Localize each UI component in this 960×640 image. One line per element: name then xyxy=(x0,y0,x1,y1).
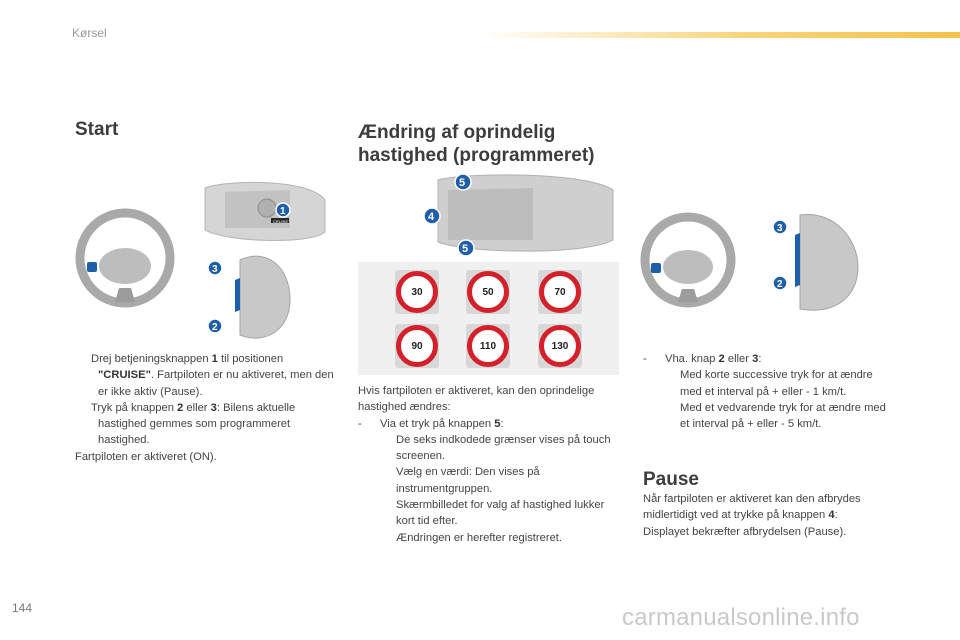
header-accent-bar xyxy=(480,32,960,38)
start-illustration: CRUISE 1 3 2 xyxy=(75,181,326,339)
start-text: Drej betjeningsknappen 1 til positionen … xyxy=(75,351,340,465)
heading-change-speed: Ændring af oprindelig hastighed (program… xyxy=(358,121,658,167)
change-text-right: -Vha. knap 2 eller 3: Med korte successi… xyxy=(643,351,893,432)
svg-text:2: 2 xyxy=(212,322,218,333)
svg-text:5: 5 xyxy=(462,243,468,255)
speed-sign-90: 90 xyxy=(396,325,438,367)
change-text: Hvis fartpiloten er aktiveret, kan den o… xyxy=(358,383,613,546)
start-footer: Fartpiloten er aktiveret (ON). xyxy=(75,450,217,463)
callout-3-right: 3 xyxy=(772,219,788,235)
heading-change-line2: hastighed (programmeret) xyxy=(358,145,595,166)
svg-text:5: 5 xyxy=(459,177,465,189)
speed-sign-110: 110 xyxy=(467,325,509,367)
callout-5-top: 5 xyxy=(454,173,472,191)
change-sub-2: Vælg en værdi: Den vises på instrumentgr… xyxy=(396,466,540,495)
pause-text: Når fartpiloten er aktiveret kan den afb… xyxy=(643,491,898,540)
callout-5-bottom: 5 xyxy=(457,239,475,257)
svg-text:4: 4 xyxy=(428,211,435,223)
speed-sign-30: 30 xyxy=(396,271,438,313)
speed-sign-50: 50 xyxy=(467,271,509,313)
callout-1: 1 xyxy=(275,202,291,218)
speed-sign-70: 70 xyxy=(539,271,581,313)
start-bullet-1: Drej betjeningsknappen 1 til positionen … xyxy=(91,353,334,398)
watermark-text: carmanualsonline.info xyxy=(622,604,860,631)
steering-wheel-illustration xyxy=(75,208,175,308)
change-sub-2-cont-1: Skærmbilledet for valg af hastighed lukk… xyxy=(396,499,605,528)
change-dash-2: -Vha. knap 2 eller 3: xyxy=(643,353,762,365)
section-header-title: Kørsel xyxy=(72,26,107,40)
speed-sign-130: 130 xyxy=(539,325,581,367)
svg-text:3: 3 xyxy=(212,264,218,275)
change-sub-2-cont-2: Ændringen er herefter registreret. xyxy=(396,531,563,544)
change-intro: Hvis fartpiloten er aktiveret, kan den o… xyxy=(358,385,595,414)
change-sub-4: Med et vedvarende tryk for at ændre med … xyxy=(680,401,886,431)
start-bullet-2: Tryk på knappen 2 eller 3: Bilens aktuel… xyxy=(91,401,296,447)
cruise-lever-illustration: CRUISE xyxy=(204,181,326,241)
steering-wheel-illustration-right xyxy=(640,212,736,308)
change-dash-1: -Via et tryk på knappen 5: xyxy=(358,417,504,430)
lever-closeup-illustration: 5 4 5 xyxy=(423,173,614,257)
heading-pause: Pause xyxy=(643,469,699,490)
callout-2-right: 2 xyxy=(772,275,788,291)
heading-change-line1: Ændring af oprindelig xyxy=(358,122,556,143)
wheel-side-illustration-right xyxy=(795,213,859,311)
heading-start: Start xyxy=(75,119,119,140)
right-wheel-illustration: 3 2 xyxy=(640,212,859,311)
speed-limit-panel: 30 50 70 90 110 130 xyxy=(358,262,619,375)
wheel-side-illustration xyxy=(235,255,291,339)
svg-text:1: 1 xyxy=(280,206,286,217)
change-sub-3: Med korte successive tryk for at ændre m… xyxy=(680,369,873,398)
pause-paragraph-2: Displayet bekræfter afbrydelsen (Pause). xyxy=(643,525,847,538)
callout-2: 2 xyxy=(207,318,223,334)
page-number: 144 xyxy=(12,601,33,615)
pause-paragraph: Når fartpiloten er aktiveret kan den afb… xyxy=(643,493,861,522)
cruise-mark: CRUISE xyxy=(273,219,288,224)
callout-3: 3 xyxy=(207,260,223,276)
svg-text:2: 2 xyxy=(777,279,783,290)
change-sub-1: De seks indkodede grænser vises på touch… xyxy=(396,433,611,463)
svg-text:3: 3 xyxy=(777,223,783,234)
callout-4: 4 xyxy=(423,207,441,225)
